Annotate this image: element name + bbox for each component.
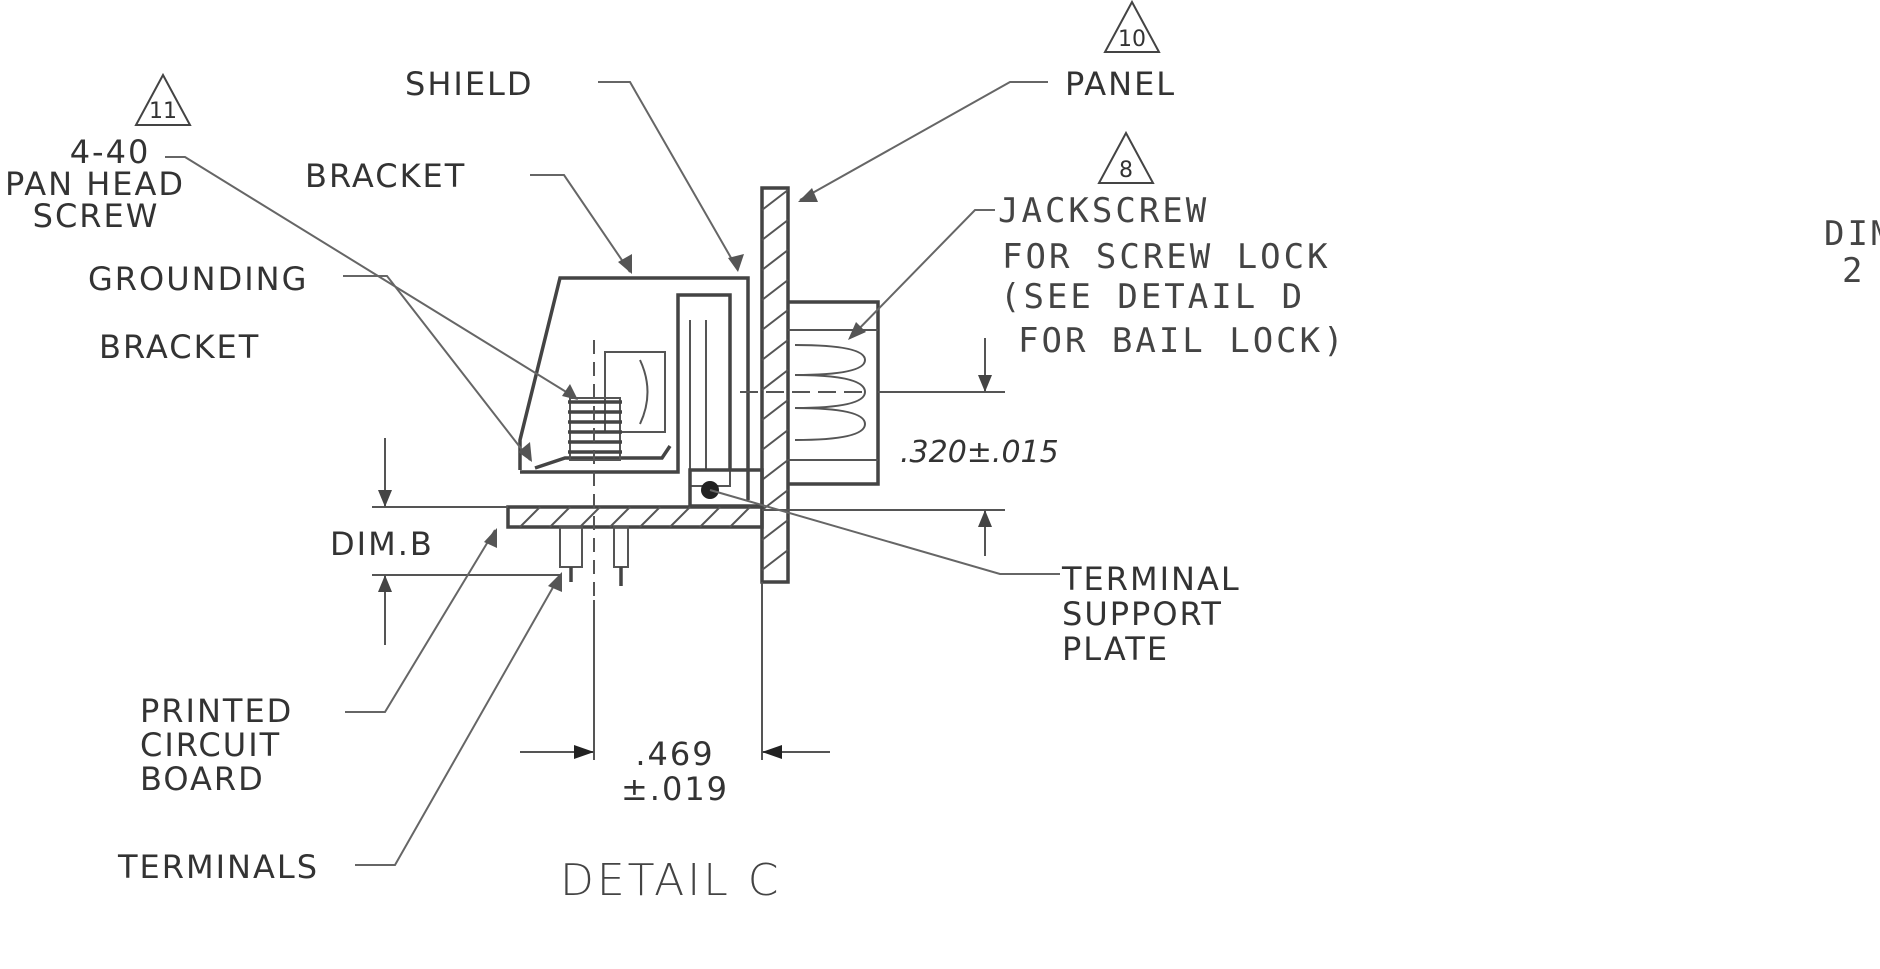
svg-text:TERMINAL: TERMINAL — [1061, 560, 1241, 598]
dim-320-dimension — [762, 338, 1005, 556]
svg-text:4-40: 4-40 — [70, 133, 151, 171]
svg-text:BOARD: BOARD — [140, 760, 265, 798]
label-terminal-support-plate: TERMINAL SUPPORT PLATE — [1061, 560, 1241, 668]
label-dim-469: .469 ±.019 — [621, 735, 729, 808]
dim-469-dimension — [520, 582, 830, 760]
detail-c-title: DETAIL C — [560, 855, 781, 906]
svg-text:SCREW: SCREW — [33, 197, 160, 235]
flag-note-11: 11 — [134, 72, 192, 126]
svg-text:FOR SCREW LOCK: FOR SCREW LOCK — [1002, 237, 1331, 277]
label-grounding-bracket: GROUNDING BRACKET — [88, 260, 308, 366]
label-terminals: TERMINALS — [117, 848, 319, 886]
connector-body — [604, 351, 666, 433]
panel-part — [760, 186, 790, 584]
svg-text:GROUNDING: GROUNDING — [88, 260, 308, 298]
svg-text:DIM: DIM — [1824, 214, 1880, 254]
label-shield: SHIELD — [405, 65, 534, 103]
terminals-part — [559, 526, 629, 586]
svg-text:±.019: ±.019 — [621, 770, 729, 808]
svg-text:2: 2 — [1842, 251, 1865, 291]
label-dim-320: .320±.015 — [900, 435, 1059, 470]
svg-text:PRINTED: PRINTED — [140, 692, 293, 730]
label-right-edge-dim: DIM 2 — [1824, 214, 1880, 291]
label-jackscrew: JACKSCREW FOR SCREW LOCK (SEE DETAIL D F… — [998, 191, 1347, 361]
svg-text:JACKSCREW: JACKSCREW — [998, 191, 1209, 231]
svg-text:.469: .469 — [635, 735, 714, 773]
svg-text:FOR BAIL LOCK): FOR BAIL LOCK) — [1018, 321, 1347, 361]
svg-text:SUPPORT: SUPPORT — [1062, 595, 1223, 633]
svg-text:BRACKET: BRACKET — [99, 328, 260, 366]
label-dim-b: DIM.B — [330, 525, 434, 563]
label-panel: PANEL — [1065, 65, 1176, 103]
svg-text:PAN HEAD: PAN HEAD — [5, 165, 185, 203]
printed-circuit-board-part — [506, 505, 764, 529]
dim-b-dimension — [372, 438, 560, 645]
flag-note-10: 10 — [1103, 0, 1161, 53]
label-pan-head-screw: 4-40 PAN HEAD SCREW — [5, 133, 185, 235]
label-printed-circuit-board: PRINTED CIRCUIT BOARD — [140, 692, 293, 798]
terminal-support-plate-part — [688, 468, 764, 508]
svg-text:PLATE: PLATE — [1062, 630, 1169, 668]
bracket-part — [518, 276, 750, 500]
svg-text:CIRCUIT: CIRCUIT — [140, 726, 281, 764]
flag-note-8: 8 — [1097, 130, 1155, 184]
leader-lines — [165, 81, 1060, 866]
svg-text:8: 8 — [1119, 158, 1133, 183]
svg-text:10: 10 — [1118, 27, 1146, 52]
svg-text:(SEE DETAIL D: (SEE DETAIL D — [1000, 277, 1305, 317]
label-bracket: BRACKET — [305, 157, 466, 195]
svg-text:11: 11 — [149, 99, 177, 124]
